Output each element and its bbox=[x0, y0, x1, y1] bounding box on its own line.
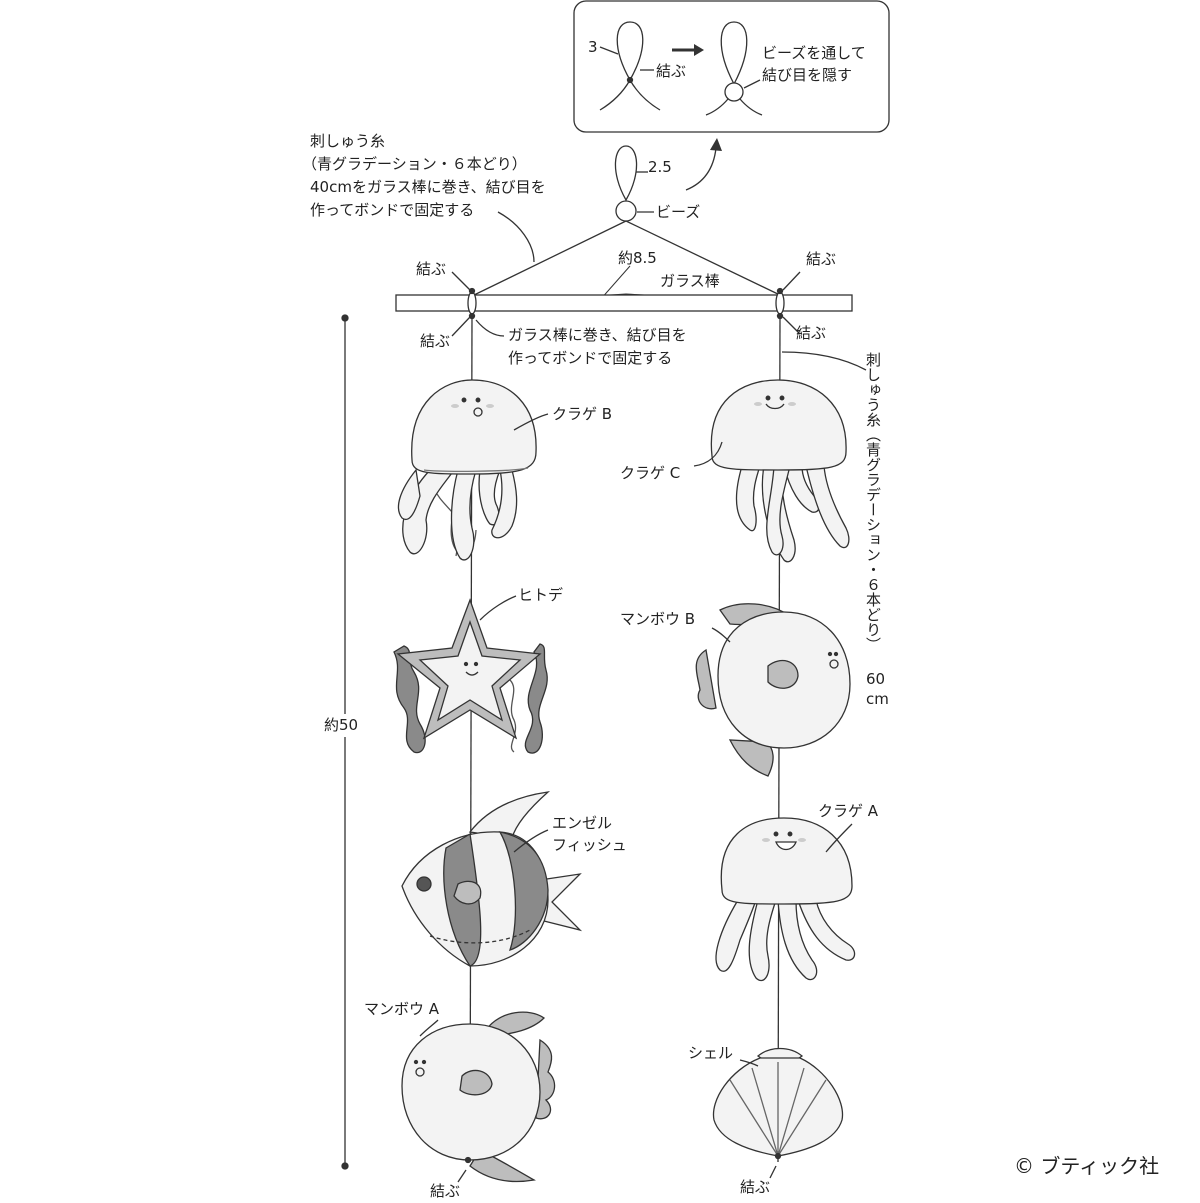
right-thread-leader bbox=[781, 351, 867, 371]
angelfish-icon bbox=[401, 791, 583, 967]
inset-step2-line1: ビーズを通して bbox=[762, 44, 866, 62]
inset-box bbox=[573, 0, 890, 133]
tie-left-top: 結ぶ bbox=[416, 260, 447, 278]
right-end-tie-label: 結ぶ bbox=[740, 1178, 771, 1196]
tie-left-bottom: 結ぶ bbox=[420, 332, 451, 350]
width-label: 約8.5 bbox=[618, 249, 657, 267]
jellyfish-b-label: クラゲ B bbox=[552, 405, 613, 423]
copyright-icon: © bbox=[1014, 1154, 1034, 1178]
sunfish-a-icon bbox=[401, 1011, 556, 1183]
thread-note-line1: 刺しゅう糸 bbox=[310, 132, 386, 150]
angelfish-label-line1: エンゼル bbox=[552, 814, 613, 832]
thread-note-line2: （青グラデーション・６本どり） bbox=[302, 155, 527, 173]
bead-label: ビーズ bbox=[656, 203, 701, 221]
inset-loop-icon bbox=[599, 21, 661, 111]
sunfish-a-label: マンボウ A bbox=[364, 1000, 440, 1018]
left-end-tie-label: 結ぶ bbox=[430, 1182, 461, 1200]
inset-step1-label: 結ぶ bbox=[656, 62, 687, 80]
tie-right-top: 結ぶ bbox=[806, 250, 837, 268]
right-thread-length: 60 bbox=[866, 670, 886, 688]
sunfish-b-label: マンボウ B bbox=[620, 610, 696, 628]
shell-label: シェル bbox=[688, 1044, 734, 1062]
jellyfish-c-label: クラゲ C bbox=[620, 464, 681, 482]
starfish-label: ヒトデ bbox=[518, 586, 564, 604]
right-thread-unit: cm bbox=[866, 690, 889, 708]
inset-loop-length: 3 bbox=[588, 38, 598, 56]
angelfish-label-line2: フィッシュ bbox=[552, 836, 627, 854]
sunfish-b-icon bbox=[695, 603, 851, 777]
jellyfish-a-label: クラゲ A bbox=[818, 802, 879, 820]
length-dimension-line bbox=[341, 314, 349, 1170]
glass-rod-label: ガラス棒 bbox=[660, 272, 720, 290]
inset-step2-line2: 結び目を隠す bbox=[762, 66, 853, 84]
jellyfish-c-icon bbox=[693, 379, 850, 563]
jellyfish-b-icon bbox=[397, 379, 549, 561]
thread-note-leader bbox=[497, 211, 535, 263]
glass-rod bbox=[395, 294, 853, 312]
copyright-text: ブティック社 bbox=[1040, 1154, 1160, 1178]
inset-bead-loop-icon bbox=[705, 21, 763, 116]
rod-knot-left bbox=[451, 271, 505, 337]
rod-knot-right bbox=[775, 271, 801, 335]
length-label: 約50 bbox=[324, 714, 359, 737]
inset-arrow-icon bbox=[672, 44, 704, 56]
shell-icon bbox=[712, 1047, 844, 1179]
right-thread-vertical-label: 刺しゅう糸（青グラデーション・６本どり） bbox=[864, 352, 882, 652]
jellyfish-a-icon bbox=[715, 817, 856, 982]
hanger-loop-length: 2.5 bbox=[648, 158, 672, 176]
thread-note-line4: 作ってボンドで固定する bbox=[310, 201, 475, 219]
wrap-note-line1: ガラス棒に巻き、結び目を bbox=[508, 326, 687, 344]
thread-note-line3: 40cmをガラス棒に巻き、結び目を bbox=[310, 178, 546, 196]
wrap-note-line2: 作ってボンドで固定する bbox=[508, 349, 673, 367]
copyright: © ブティック社 bbox=[1014, 1150, 1159, 1179]
starfish-icon bbox=[393, 595, 548, 754]
tie-right-bottom: 結ぶ bbox=[796, 324, 827, 342]
curved-arrow-icon bbox=[685, 138, 722, 191]
